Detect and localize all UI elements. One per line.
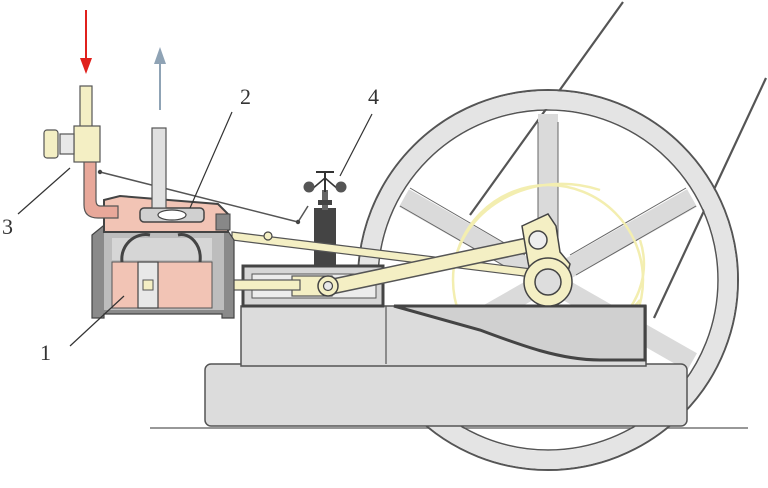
- slide-valve: [157, 209, 187, 221]
- governor-ball-right: [335, 181, 347, 193]
- steam-inlet-pipe: [43, 85, 119, 219]
- valve-chest: [103, 194, 231, 233]
- callout-2: 2: [240, 84, 251, 109]
- callout-1: 1: [40, 340, 51, 365]
- governor-ball-left: [303, 181, 315, 193]
- throttle-handwheel: [43, 129, 59, 159]
- leader-line-2: [189, 111, 233, 209]
- cylinder-bore: [111, 261, 213, 309]
- steam-in-arrow: [80, 10, 92, 74]
- exhaust-out-arrow: [154, 47, 166, 110]
- governor-linkage: [99, 171, 299, 223]
- exhaust-pipe: [151, 127, 167, 209]
- flywheel: [357, 89, 739, 471]
- callout-3: 3: [2, 214, 13, 239]
- governor: [303, 171, 347, 266]
- callout-4: 4: [368, 84, 379, 109]
- crank: [521, 213, 573, 307]
- leader-line-1: [69, 295, 125, 347]
- engine-base: [204, 304, 688, 427]
- cylinder: [91, 221, 235, 319]
- leader-line-4: [339, 113, 373, 177]
- leader-line-3: [17, 167, 71, 215]
